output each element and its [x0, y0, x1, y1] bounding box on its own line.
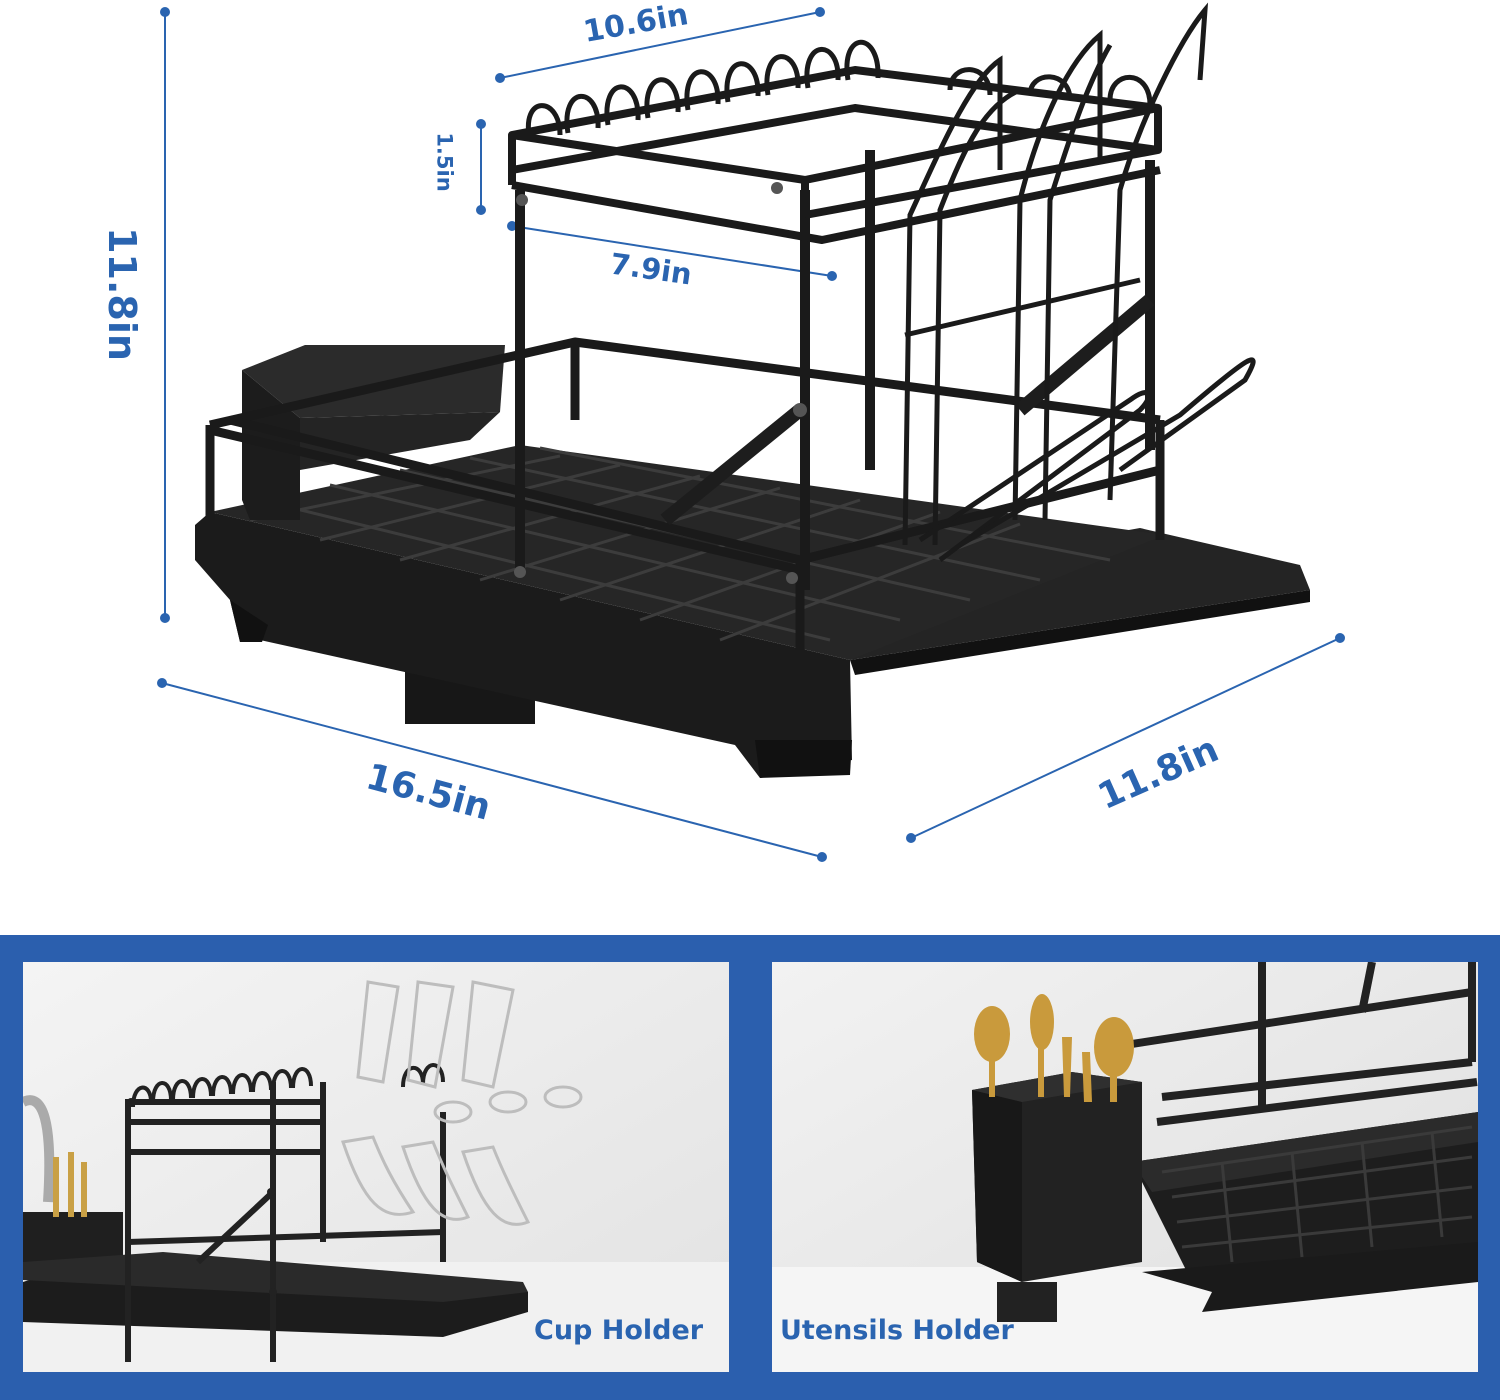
dimension-total-height: 11.8in — [99, 227, 144, 361]
utensils-holder-caption: Utensils Holder — [780, 1315, 1014, 1346]
dim-line-base-length — [161, 682, 823, 858]
cup-holder-caption: Cup Holder — [534, 1315, 704, 1346]
utensils-holder-panel: Utensils Holder — [772, 962, 1478, 1372]
dish-rack-illustration — [157, 2, 1345, 862]
cup-holder-photo — [23, 962, 729, 1372]
cup-holder-panel: Cup Holder — [23, 962, 729, 1372]
utensils-holder-photo — [772, 962, 1478, 1372]
dim-line-inner-depth — [511, 225, 833, 277]
dimension-tier-height: 1.5in — [432, 132, 457, 192]
dim-line-top-width — [499, 11, 821, 79]
dim-line-base-depth — [910, 637, 1341, 839]
